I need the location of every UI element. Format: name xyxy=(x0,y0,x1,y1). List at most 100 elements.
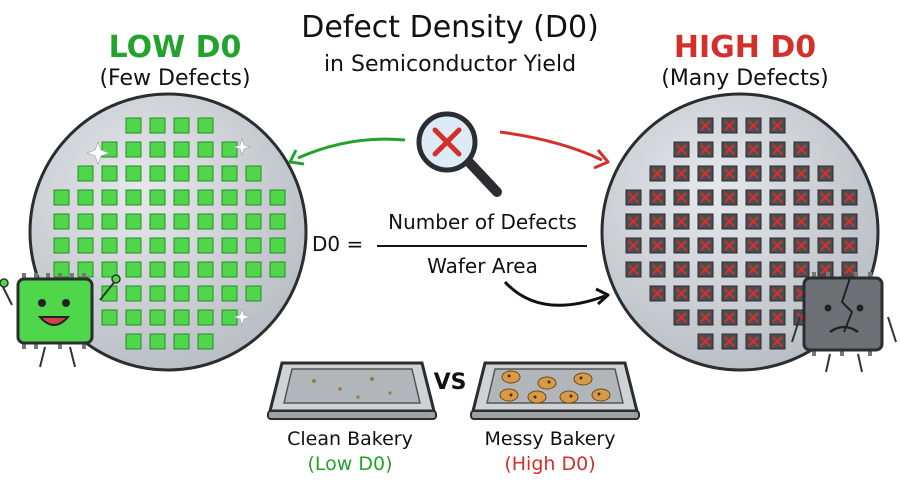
x-mark-icon xyxy=(748,264,759,275)
main-subtitle: in Semiconductor Yield xyxy=(323,52,577,77)
clean-bakery-label: Clean Bakery xyxy=(287,428,413,450)
x-mark-icon xyxy=(772,144,783,155)
good-die xyxy=(173,309,190,326)
good-die xyxy=(221,141,238,158)
x-mark-icon xyxy=(772,216,783,227)
good-die xyxy=(221,285,238,302)
good-die xyxy=(149,285,166,302)
defective-die-grid xyxy=(625,117,858,350)
good-die-grid xyxy=(53,117,286,350)
good-die xyxy=(125,285,142,302)
x-mark-icon xyxy=(700,168,711,179)
good-die xyxy=(125,213,142,230)
x-mark-icon xyxy=(844,216,855,227)
x-mark-icon xyxy=(748,168,759,179)
x-mark-icon xyxy=(724,336,735,347)
good-die xyxy=(101,237,118,254)
happy-chip-icon xyxy=(0,273,121,368)
x-mark-icon xyxy=(844,240,855,251)
good-die xyxy=(197,261,214,278)
x-mark-icon xyxy=(772,240,783,251)
good-die xyxy=(125,165,142,182)
x-mark-icon xyxy=(432,127,462,157)
x-mark-icon xyxy=(748,192,759,203)
x-mark-icon xyxy=(628,216,639,227)
x-mark-icon xyxy=(724,264,735,275)
messy-bakery-label: Messy Bakery xyxy=(484,428,616,450)
x-mark-icon xyxy=(820,192,831,203)
x-mark-icon xyxy=(724,168,735,179)
x-mark-icon xyxy=(820,240,831,251)
x-mark-icon xyxy=(724,192,735,203)
x-mark-icon xyxy=(772,288,783,299)
x-mark-icon xyxy=(748,312,759,323)
x-mark-icon xyxy=(700,264,711,275)
good-die xyxy=(173,333,190,350)
sad-chip-icon xyxy=(791,272,897,373)
good-die xyxy=(221,261,238,278)
x-mark-icon xyxy=(820,168,831,179)
x-mark-icon xyxy=(652,168,663,179)
formula-numerator: Number of Defects xyxy=(388,210,577,234)
good-die xyxy=(149,117,166,134)
x-mark-icon xyxy=(676,264,687,275)
good-die xyxy=(269,261,286,278)
x-mark-icon xyxy=(652,192,663,203)
good-die xyxy=(245,165,262,182)
x-mark-icon xyxy=(724,240,735,251)
good-die xyxy=(149,213,166,230)
good-die xyxy=(149,141,166,158)
good-die xyxy=(173,141,190,158)
good-die xyxy=(269,213,286,230)
x-mark-icon xyxy=(748,144,759,155)
x-mark-icon xyxy=(700,312,711,323)
x-mark-icon xyxy=(844,264,855,275)
x-mark-icon xyxy=(652,288,663,299)
x-mark-icon xyxy=(700,192,711,203)
good-die xyxy=(77,237,94,254)
good-die xyxy=(245,261,262,278)
good-die xyxy=(77,189,94,206)
x-mark-icon xyxy=(676,216,687,227)
good-die xyxy=(53,213,70,230)
x-mark-icon xyxy=(796,168,807,179)
good-die xyxy=(125,189,142,206)
messy-tray xyxy=(470,361,640,420)
x-mark-icon xyxy=(820,216,831,227)
good-die xyxy=(245,237,262,254)
x-mark-icon xyxy=(724,120,735,131)
good-die xyxy=(101,213,118,230)
x-mark-icon xyxy=(772,192,783,203)
good-die xyxy=(173,237,190,254)
x-mark-icon xyxy=(844,192,855,203)
good-die xyxy=(221,213,238,230)
good-die xyxy=(101,261,118,278)
good-die xyxy=(197,213,214,230)
x-mark-icon xyxy=(652,240,663,251)
good-die xyxy=(197,117,214,134)
messy-bakery-sub: (High D0) xyxy=(504,453,596,475)
good-die xyxy=(269,237,286,254)
good-die xyxy=(149,165,166,182)
main-title: Defect Density (D0) xyxy=(301,10,599,45)
x-mark-icon xyxy=(748,336,759,347)
vs-label: VS xyxy=(433,370,467,395)
formula-lhs: D0 = xyxy=(312,232,364,256)
x-mark-icon xyxy=(796,240,807,251)
x-mark-icon xyxy=(796,144,807,155)
good-die xyxy=(101,189,118,206)
x-mark-icon xyxy=(676,240,687,251)
x-mark-icon xyxy=(724,144,735,155)
x-mark-icon xyxy=(700,288,711,299)
good-die xyxy=(101,285,118,302)
x-mark-icon xyxy=(700,240,711,251)
magnifier-icon xyxy=(416,111,502,197)
good-die xyxy=(197,237,214,254)
x-mark-icon xyxy=(676,288,687,299)
good-die xyxy=(101,309,118,326)
good-die xyxy=(221,237,238,254)
formula-denominator: Wafer Area xyxy=(427,254,538,278)
x-mark-icon xyxy=(700,336,711,347)
good-die xyxy=(149,333,166,350)
